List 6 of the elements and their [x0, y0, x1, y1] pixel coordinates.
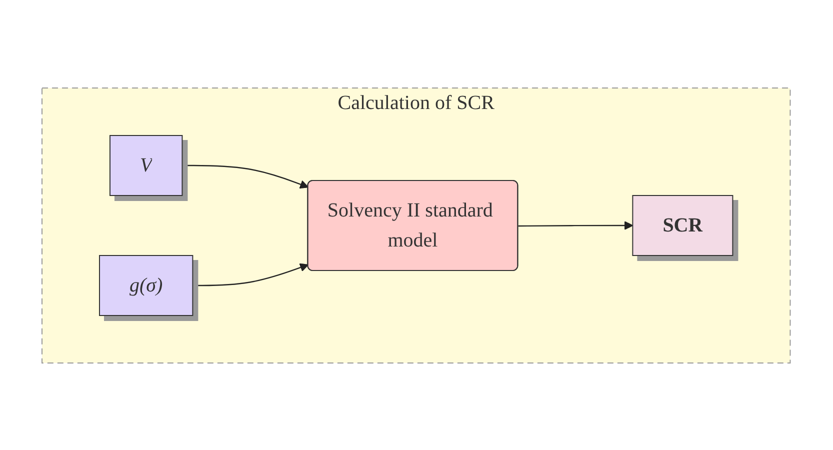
arrow	[518, 220, 634, 230]
node-box: V	[110, 134, 184, 196]
arrow	[193, 262, 309, 286]
arrow	[182, 164, 309, 188]
node-box: g(σ)	[99, 254, 194, 316]
node-box: SCR	[632, 194, 734, 256]
